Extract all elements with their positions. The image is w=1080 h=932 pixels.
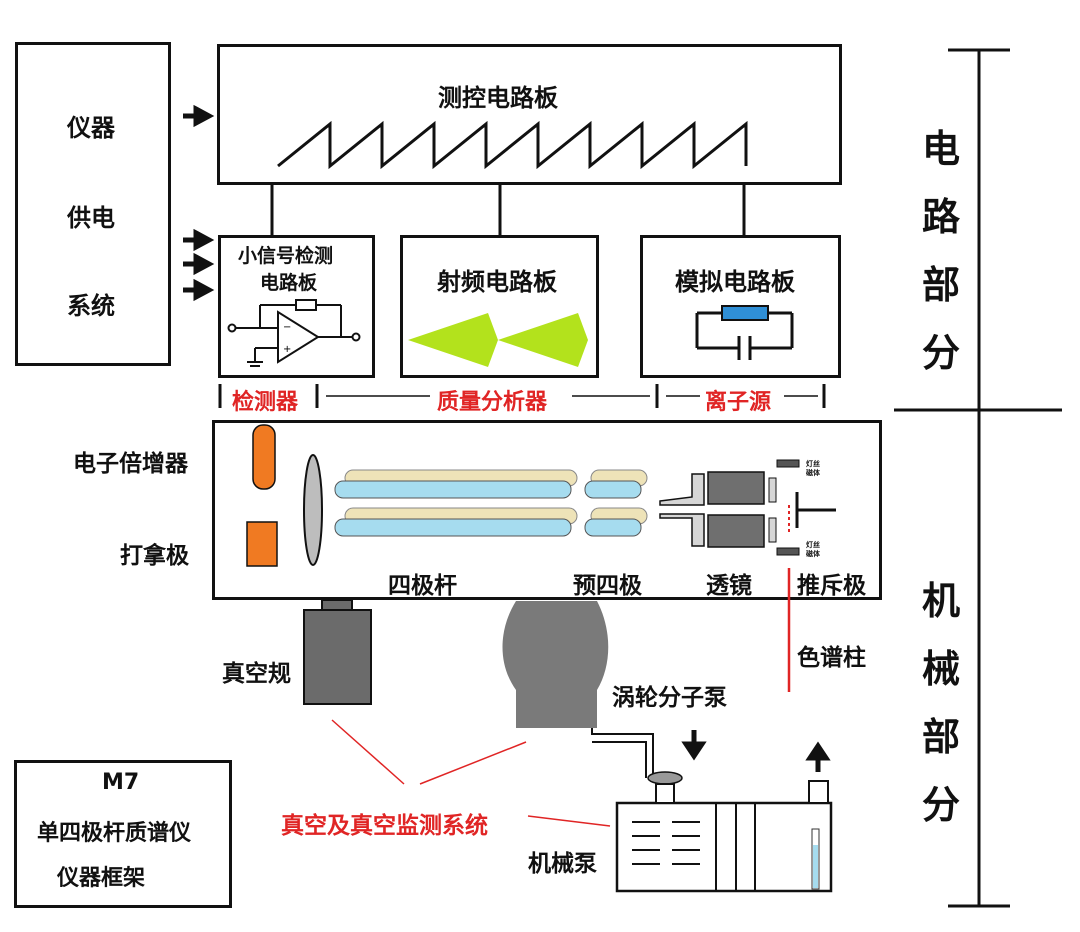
circuit-side-4: 分 (922, 331, 961, 375)
analog-board-title: 模拟电路板 (675, 268, 795, 296)
filament-bottom-label: 灯丝 (806, 541, 820, 549)
quad-rod-front-top (334, 480, 572, 499)
dynode (246, 521, 278, 567)
mech-side-3: 部 (922, 715, 961, 759)
mech-side-2: 械 (922, 647, 961, 691)
sawtooth-waveform (277, 120, 748, 170)
supply-label-1: 仪器 (67, 114, 115, 142)
filament-bottom (776, 547, 800, 556)
dynode-label: 打拿极 (120, 543, 189, 569)
power-supply-box (15, 42, 171, 366)
small-signal-board-title-2: 电路板 (260, 272, 318, 294)
lens-end-bottom (768, 517, 777, 543)
lens-label: 透镜 (706, 573, 752, 599)
quad-rod-front-bottom (334, 518, 572, 537)
repeller (795, 492, 836, 528)
lens-top-plate (659, 473, 705, 506)
flow-arrows (681, 730, 831, 772)
right-bracket (894, 48, 1062, 908)
quadrupole-label: 四极杆 (388, 573, 457, 599)
power-arrows (183, 104, 215, 302)
filament-bottom-sub: 磁体 (806, 550, 820, 558)
mech-side-4: 分 (922, 783, 961, 827)
filament-top-sub: 磁体 (806, 469, 820, 477)
section-dividers (218, 384, 826, 408)
small-signal-board-title-1: 小信号检测 (238, 245, 334, 267)
mech-side-1: 机 (922, 579, 961, 623)
circuit-side-1: 电 (922, 127, 961, 171)
liquid-level-fill (813, 845, 818, 888)
turbo-pump-label: 涡轮分子泵 (612, 685, 727, 711)
vacuum-gauge-label: 真空规 (222, 661, 291, 687)
electron-multiplier-label: 电子倍增器 (73, 451, 188, 477)
rf-triangle-left (408, 313, 498, 367)
analog-resistor (721, 305, 769, 321)
opamp-symbol (227, 299, 361, 367)
lens-bottom-plate (659, 513, 705, 547)
opamp-plus: + (283, 344, 291, 355)
mech-pump-body (615, 801, 833, 893)
prequad-front-top (584, 480, 642, 499)
prequad-front-bottom (584, 518, 642, 537)
turbo-pump-body (502, 601, 609, 728)
turbo-pipe (591, 728, 654, 778)
analog-circuit (695, 311, 794, 360)
vacuum-system-lines (331, 719, 611, 827)
repeller-label: 推斥极 (797, 573, 866, 599)
lens-block-top (707, 471, 765, 505)
rf-triangle-right (498, 313, 588, 367)
lens-end-top (768, 477, 777, 503)
circuit-side-2: 路 (922, 195, 961, 239)
opamp-minus: − (283, 322, 291, 333)
section-ion-source: 离子源 (705, 390, 772, 415)
frame-model: M7 (102, 770, 140, 795)
lens-block-bottom (707, 514, 765, 548)
supply-label-3: 系统 (67, 292, 115, 320)
supply-label-2: 供电 (67, 204, 115, 232)
mech-pump-label: 机械泵 (528, 851, 597, 877)
pipe-flange (647, 771, 683, 785)
vacuum-gauge-body (303, 609, 372, 705)
frame-label: 仪器框架 (57, 866, 146, 891)
small-signal-board-box (218, 235, 375, 378)
filament-top-label: 灯丝 (806, 460, 820, 468)
prequadrupole-label: 预四极 (573, 573, 642, 599)
section-mass-analyzer: 质量分析器 (437, 390, 548, 415)
circuit-side-3: 部 (922, 263, 961, 307)
filament-top (776, 459, 800, 468)
rf-board-title: 射频电路板 (437, 268, 557, 296)
frame-name: 单四极杆质谱仪 (37, 821, 192, 846)
column-label: 色谱柱 (797, 645, 866, 671)
section-detector: 检测器 (232, 390, 299, 415)
mech-pump-outlet (808, 780, 829, 804)
mech-pump-inlet (655, 783, 675, 804)
electron-multiplier (252, 424, 276, 490)
mech-pump-vents (632, 821, 700, 865)
control-board-title: 测控电路板 (438, 84, 558, 112)
ion-lens-disc (303, 454, 323, 566)
control-board-box (217, 44, 842, 185)
vacuum-system-label: 真空及真空监测系统 (281, 813, 488, 839)
instrument-frame-box (14, 760, 232, 908)
board-connectors (270, 185, 746, 235)
